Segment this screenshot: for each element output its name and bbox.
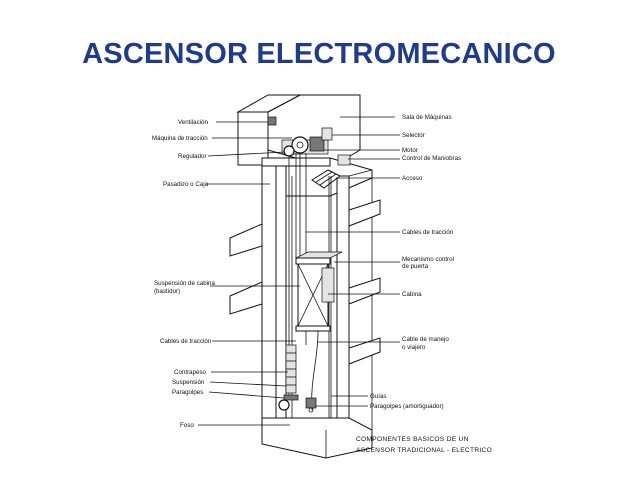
label-maquina-traccion: Máquina de tracción: [152, 135, 208, 142]
label-mecanismo-2: de puerta: [402, 263, 429, 270]
label-ventilacion: Ventilación: [178, 119, 208, 126]
cabin-door: [321, 267, 335, 303]
shaft-left-inner: [275, 165, 287, 419]
cabin-roof: [295, 251, 343, 259]
vent-opening: [267, 116, 277, 126]
cabin: [295, 251, 343, 411]
stair-line-2: [319, 173, 337, 186]
selector-box: [321, 127, 333, 141]
access-hatch: [311, 169, 341, 189]
car-buffer: [305, 397, 317, 409]
shaft-left-pillar: [261, 165, 277, 419]
tension-pulley: [278, 399, 290, 411]
label-acceso: Acceso: [402, 175, 423, 182]
leader-suspension: [209, 381, 287, 387]
label-regulador: Regulador: [178, 153, 207, 160]
caption-line-1: COMPONENTES BASICOS DE UN: [356, 436, 469, 443]
left-labels: Ventilación Máquina de tracción Regulado…: [152, 119, 215, 429]
machinery: [281, 127, 351, 189]
stair-line-1: [315, 171, 333, 183]
label-pasadizo: Pasadizo o Caja: [163, 181, 209, 188]
label-paragolpes: Paragolpes: [172, 389, 203, 396]
label-control-maniobras: Control de Maniobras: [402, 155, 461, 162]
right-slab-3: [348, 337, 381, 365]
motor-body: [309, 136, 325, 152]
label-sala-maquinas: Sala de Máquinas: [402, 114, 452, 121]
control-panel: [337, 154, 351, 166]
right-slab-2: [348, 277, 381, 305]
label-cables-traccion-left: Cables de tracción: [160, 338, 212, 345]
sheave-hub: [296, 141, 304, 149]
label-suspension-cabina-1: Suspensión de cabina: [154, 280, 215, 287]
leader-regulador: [207, 151, 286, 157]
left-slab-2: [229, 281, 263, 315]
shaft-top-edge: [348, 169, 373, 177]
counterweight: [278, 344, 317, 413]
leader-paragolpes: [208, 391, 285, 399]
cabin-brace-2: [297, 263, 329, 327]
label-paragolpes-amort: Paragolpes (amortiguador): [370, 403, 444, 410]
label-cable-manejo-2: o viajero: [402, 344, 426, 351]
governor-wheel: [283, 145, 295, 157]
label-cables-traccion-right: Cables de tracción: [402, 229, 454, 236]
label-guias: Guías: [370, 393, 387, 400]
label-cabina: Cabina: [402, 291, 422, 298]
label-mecanismo-1: Mecanismo control: [402, 256, 454, 263]
caption: COMPONENTES BASICOS DE UN ASCENSOR TRADI…: [356, 436, 492, 454]
leader-lines: [198, 116, 400, 426]
cabin-platform: [295, 325, 331, 332]
shaft-right-pillar: [336, 175, 350, 423]
pit-base: [261, 417, 373, 459]
page-title: ASCENSOR ELECTROMECANICO: [82, 38, 556, 70]
cabin-crosshead: [295, 257, 331, 265]
label-contrapeso: Contrapeso: [174, 369, 207, 376]
buffer-base: [308, 407, 314, 413]
right-slab-1: [348, 199, 381, 227]
label-cable-manejo-1: Cable de manejo: [402, 336, 449, 343]
right-labels: Sala de Máquinas Selector Motor Control …: [370, 114, 461, 410]
label-suspension-cabina-2: (bastidor): [154, 288, 180, 295]
label-suspension: Suspensión: [172, 379, 205, 386]
left-slab-1: [229, 223, 263, 257]
cw-buffer: [283, 394, 299, 401]
label-foso: Foso: [180, 422, 194, 429]
machine-room-left: [237, 111, 269, 166]
label-selector: Selector: [402, 132, 425, 139]
caption-line-2: ASCENSOR TRADICIONAL - ELECTRICO: [356, 447, 492, 454]
label-motor: Motor: [402, 147, 418, 154]
